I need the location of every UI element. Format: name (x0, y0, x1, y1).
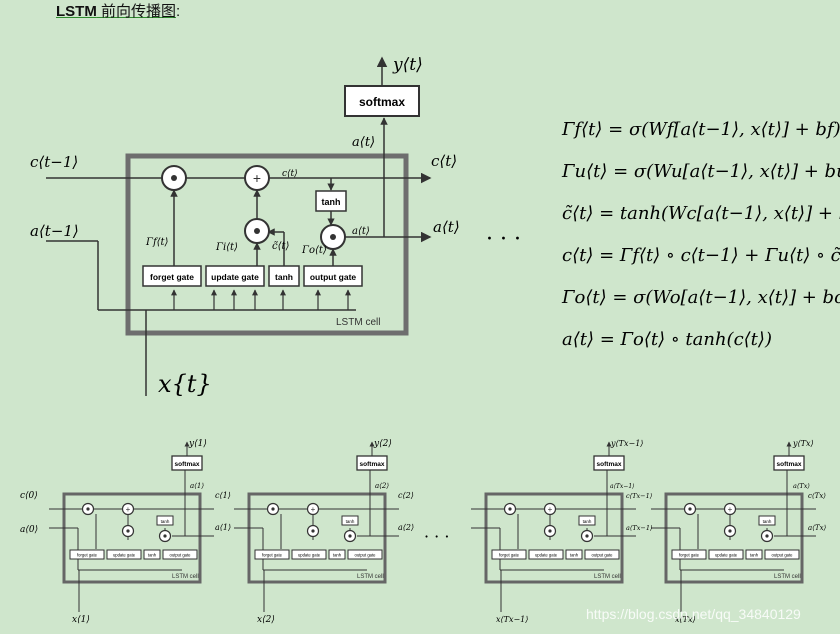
chain-a2: a⟨2⟩ (398, 523, 414, 532)
chain-a4: a⟨Tx⟩ (808, 524, 827, 532)
update-gate-box (205, 265, 265, 287)
chain-a2-top: a⟨2⟩ (375, 482, 389, 490)
forget-gate-label: forget gate (150, 272, 194, 282)
chain-cell-2 (234, 442, 399, 582)
watermark: https://blog.csdn.net/qq_34840129 (586, 606, 801, 622)
softmax-label: softmax (359, 95, 405, 109)
chain-y3: y⟨Tx−1⟩ (610, 439, 643, 448)
chain-ellipsis: · · · (424, 527, 449, 546)
c-prev-label: c⟨t−1⟩ (30, 153, 78, 171)
chain-cell-4 (651, 442, 816, 582)
chain-c3: c⟨Tx−1⟩ (626, 492, 652, 500)
equation-cell-state: c⟨t⟩ = Γf⟨t⟩ ∘ c⟨t−1⟩ + Γu⟨t⟩ ∘ c̃⟨t⟩ (562, 245, 840, 266)
equation-update: Γu⟨t⟩ = σ(Wu[a⟨t−1⟩, x⟨t⟩] + bu) (561, 161, 840, 182)
chain-a3: a⟨Tx−1⟩ (626, 524, 653, 532)
chain-y1: y⟨1⟩ (188, 439, 207, 449)
title-text: 前向传播图 (96, 3, 176, 20)
equations: Γf⟨t⟩ = σ(Wf[a⟨t−1⟩, x⟨t⟩] + bf) Γu⟨t⟩ =… (561, 119, 840, 350)
a-top-label: a⟨t⟩ (352, 135, 375, 150)
chain-c1: c⟨1⟩ (215, 491, 231, 500)
gamma-i-label: Γi⟨t⟩ (215, 242, 238, 253)
chain-y2: y⟨2⟩ (373, 439, 392, 449)
chain-a3-top: a⟨Tx−1⟩ (610, 483, 635, 490)
y-out-label: y⟨t⟩ (392, 55, 423, 75)
forget-gate-box (142, 265, 202, 287)
c-tilde-label: c̃⟨t⟩ (272, 241, 290, 252)
chain-a1-top: a⟨1⟩ (190, 482, 204, 490)
cell-border (125, 153, 409, 336)
chain-c0-label: c⟨0⟩ (20, 491, 38, 501)
title-colon: : (176, 3, 181, 20)
chain-a4-top: a⟨Tx⟩ (793, 482, 810, 490)
a-prev-label: a⟨t−1⟩ (30, 222, 79, 240)
unrolled-chain: c⟨0⟩ a⟨0⟩ · · · y⟨1⟩ a⟨1⟩ c⟨1⟩ a⟨1⟩ x⟨1⟩… (20, 439, 827, 625)
chain-x4: x⟨Tx⟩ (675, 615, 696, 624)
chain-y4: y⟨Tx⟩ (792, 439, 814, 448)
cell-name-label: LSTM cell (336, 317, 380, 328)
a-out-label: a⟨t⟩ (433, 218, 460, 236)
tanh-gate-label: tanh (275, 272, 293, 282)
x-input-label: x{t} (158, 370, 212, 398)
add-node (244, 165, 270, 191)
main-lstm-cell: forget gate update gate tanh output gate… (30, 55, 521, 398)
c-out-label: c⟨t⟩ (431, 152, 457, 170)
chain-x1: x⟨1⟩ (72, 615, 90, 625)
chain-x2: x⟨2⟩ (257, 615, 275, 625)
a-inner-label: a⟨t⟩ (352, 226, 370, 237)
gamma-o-label: Γo⟨t⟩ (301, 245, 327, 256)
equation-forget: Γf⟨t⟩ = σ(Wf[a⟨t−1⟩, x⟨t⟩] + bf) (561, 119, 840, 140)
equation-candidate: c̃⟨t⟩ = tanh(Wc[a⟨t−1⟩, x⟨t⟩] + bc) (562, 203, 840, 224)
gamma-f-label: Γf⟨t⟩ (145, 237, 169, 248)
ellipsis: · · · (486, 227, 521, 252)
title-bold: LSTM (56, 3, 97, 20)
tanh-label: tanh (322, 197, 341, 207)
chain-x3: x⟨Tx−1⟩ (496, 615, 528, 624)
chain-cell-1 (49, 442, 214, 582)
page-title: LSTM 前向传播图: (56, 0, 180, 21)
chain-a1: a⟨1⟩ (215, 523, 231, 532)
equation-output: Γo⟨t⟩ = σ(Wo[a⟨t−1⟩, x⟨t⟩] + bo) (561, 287, 840, 308)
update-gate-label: update gate (211, 272, 259, 282)
c-inner-label: c⟨t⟩ (282, 169, 298, 179)
chain-c4: c⟨Tx⟩ (808, 492, 826, 500)
svg-text:+: + (253, 170, 261, 186)
output-gate-label: output gate (310, 272, 357, 282)
chain-c2: c⟨2⟩ (398, 491, 414, 500)
equation-activation: a⟨t⟩ = Γo⟨t⟩ ∘ tanh(c⟨t⟩) (562, 329, 772, 350)
chain-a0-label: a⟨0⟩ (20, 525, 38, 535)
chain-cell-3 (471, 442, 636, 582)
